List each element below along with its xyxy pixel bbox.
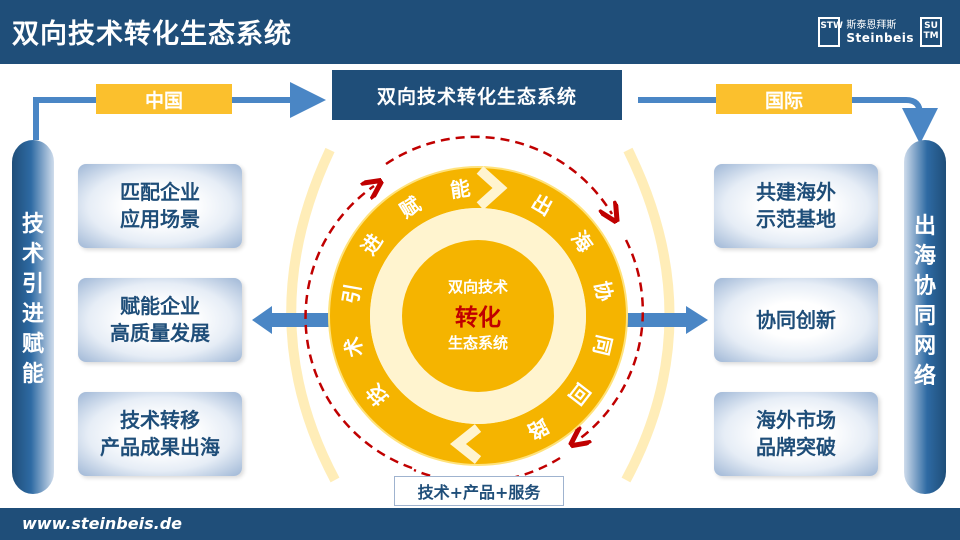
left-pillar-label: 技术引进赋能 — [12, 210, 54, 390]
right-card-innovation: 协同创新 — [714, 278, 878, 362]
left-card-empower: 赋能企业 高质量发展 — [78, 278, 242, 362]
ring-band — [330, 168, 626, 464]
footer-bar: www.steinbeis.de — [0, 508, 960, 540]
pillar-char: 赋 — [21, 332, 44, 357]
pillar-char: 网 — [913, 334, 936, 359]
right-pillar: 出海协同网络 — [904, 140, 946, 494]
pillar-char: 同 — [913, 304, 936, 329]
right-card-label: 海外市场 品牌突破 — [756, 408, 836, 459]
right-pillar-label: 出海协同网络 — [904, 212, 946, 392]
flow-arrow-right-top — [852, 97, 938, 144]
logo-cn: 斯泰恩拜斯 — [846, 20, 897, 31]
left-card-label: 赋能企业 高质量发展 — [110, 294, 210, 345]
ring-left-char: 能 — [449, 176, 472, 203]
pillar-char: 络 — [913, 364, 936, 389]
pillar-char: 海 — [913, 244, 936, 269]
logo-text: 斯泰恩拜斯 Steinbeis — [846, 19, 914, 45]
right-card-label: 共建海外 示范基地 — [756, 180, 836, 231]
center-line-3: 生态系统 — [447, 334, 508, 352]
logo-en: Steinbeis — [846, 31, 914, 45]
pillar-char: 协 — [913, 274, 936, 299]
center-disc — [402, 240, 554, 392]
flow-arrow-left-top — [33, 97, 96, 140]
dashed-arrow-top-right — [385, 135, 612, 214]
china-tag: 中国 — [96, 84, 232, 114]
left-card-label: 技术转移 产品成果出海 — [100, 408, 220, 459]
page-title: 双向技术转化生态系统 — [12, 19, 292, 50]
dashed-arrow-left — [304, 186, 413, 470]
ring-notch-bottom — [449, 424, 482, 464]
steinbeis-logo: STW 斯泰恩拜斯 Steinbeis SU TM — [818, 14, 942, 50]
ring-right-char: 协 — [590, 279, 617, 303]
ring-notch-top — [476, 166, 508, 210]
ring-left-char: 引 — [338, 282, 365, 306]
center-line-2: 转化 — [455, 305, 501, 331]
bottom-label: 技术+产品+服务 — [394, 476, 564, 506]
pillar-char: 能 — [21, 362, 44, 387]
international-tag: 国际 — [716, 84, 852, 114]
arrow-to-left-cards-head — [252, 306, 272, 334]
pillar-char: 技 — [21, 212, 44, 237]
ecosystem-title-box: 双向技术转化生态系统 — [332, 70, 622, 120]
pillar-char: 出 — [913, 214, 936, 239]
left-card-label: 匹配企业 应用场景 — [120, 180, 200, 231]
right-card-base: 共建海外 示范基地 — [714, 164, 878, 248]
logo-right-mark: SU TM — [920, 17, 942, 47]
left-card-transfer: 技术转移 产品成果出海 — [78, 392, 242, 476]
dashed-arrow-right — [578, 239, 645, 440]
center-line-1: 双向技术 — [447, 278, 508, 296]
pillar-char: 进 — [21, 302, 44, 327]
logo-left-mark: STW — [818, 17, 843, 47]
left-pillar: 技术引进赋能 — [12, 140, 54, 494]
left-card-scenario: 匹配企业 应用场景 — [78, 164, 242, 248]
footer-url: www.steinbeis.de — [22, 514, 182, 533]
pillar-char: 引 — [21, 272, 44, 297]
right-card-label: 协同创新 — [756, 307, 836, 332]
arrow-to-right-cards-head — [686, 306, 708, 334]
pillar-char: 术 — [21, 242, 44, 267]
right-card-market: 海外市场 品牌突破 — [714, 392, 878, 476]
header-bar: 双向技术转化生态系统 STW 斯泰恩拜斯 Steinbeis SU TM — [0, 0, 960, 64]
